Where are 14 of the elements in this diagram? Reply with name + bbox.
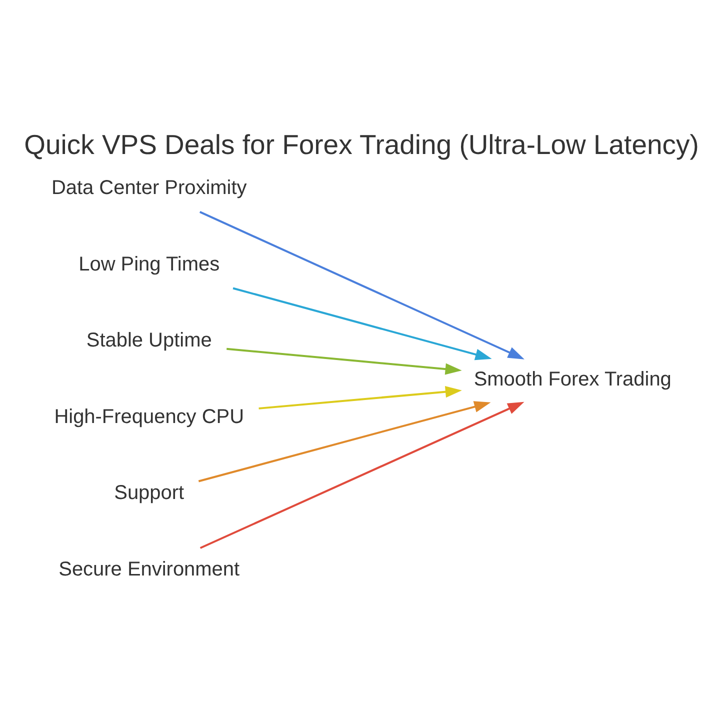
node-text: High-Frequency CPU	[54, 405, 244, 428]
arrow	[199, 210, 524, 359]
node-text: Data Center Proximity	[51, 176, 247, 199]
node-text: Support	[114, 482, 184, 504]
arrow	[198, 400, 491, 482]
diagram-title: Quick VPS Deals for Forex Trading (Ultra-Low Latency)	[24, 128, 699, 160]
node-text: Stable Uptime	[86, 329, 212, 352]
node-text: Smooth Forex Trading	[474, 368, 672, 390]
arrow	[258, 386, 462, 409]
node-text: Low Ping Times	[78, 252, 220, 275]
arrow	[232, 286, 492, 360]
arrow	[200, 401, 524, 548]
node-text: Secure Environment	[58, 558, 240, 580]
arrow	[226, 347, 462, 374]
